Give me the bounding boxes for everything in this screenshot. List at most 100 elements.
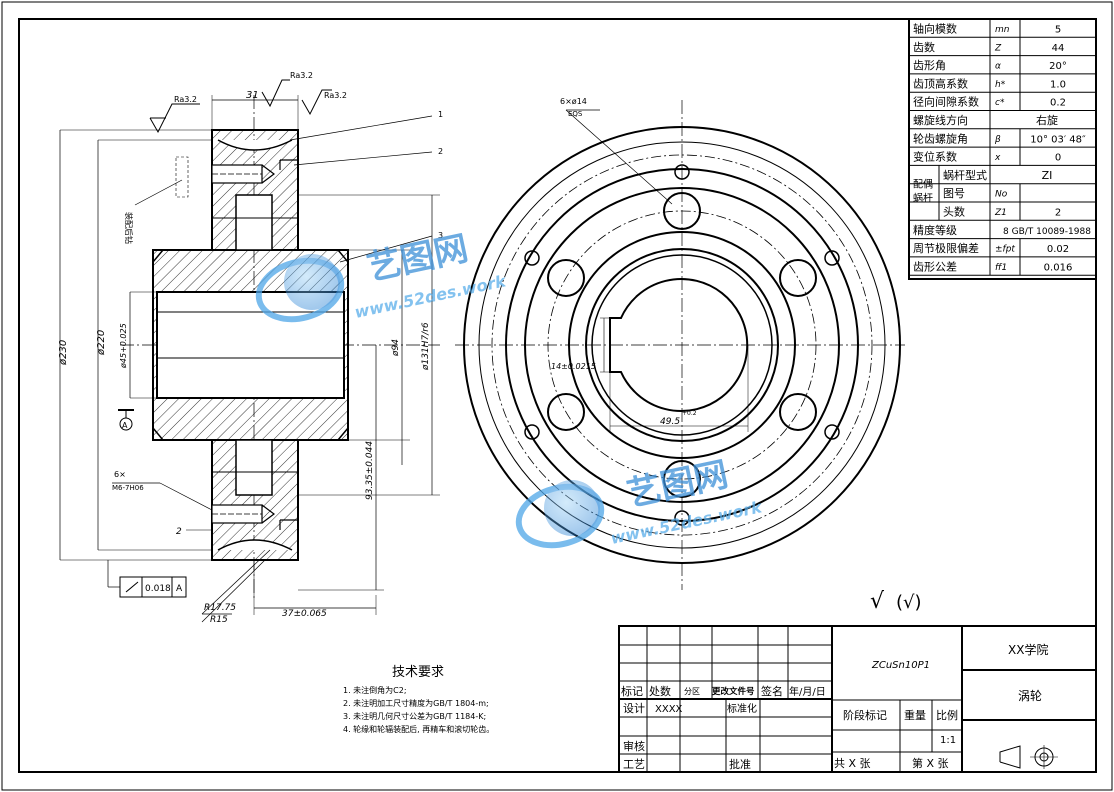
param-label: 精度等级 bbox=[913, 223, 957, 237]
ratio-label: 比例 bbox=[936, 708, 958, 722]
param-value: 8 GB/T 10089-1988 bbox=[1003, 227, 1091, 237]
part-name: 涡轮 bbox=[1018, 689, 1042, 703]
ra-top1: Ra3.2 bbox=[290, 71, 313, 80]
param-value: 1.0 bbox=[1050, 79, 1066, 90]
hole-note-count: 6× bbox=[114, 470, 126, 479]
param-symbol: h* bbox=[995, 80, 1006, 90]
param-symbol: Z bbox=[994, 43, 1002, 53]
section-labels: 31 Ra3.2 Ra3.2 Ra3.2 1 2 3 ø230 ø220 ø45… bbox=[58, 71, 443, 625]
title-block-text: ZCuSn10P1 XX学院 涡轮 标记 处数 分区 更改文件号 签名 年/月/… bbox=[621, 642, 1048, 771]
callout-1: 1 bbox=[438, 110, 443, 119]
key-height: 49.5 bbox=[660, 417, 680, 427]
hole-note-thread: M6-7H06 bbox=[112, 484, 144, 492]
front-view bbox=[455, 100, 905, 590]
key-width: 14±0.0215 bbox=[551, 362, 596, 371]
hdr-count: 处数 bbox=[649, 685, 671, 698]
tech-title: 技术要求 bbox=[392, 665, 444, 680]
param-value: 20° bbox=[1049, 61, 1067, 72]
param-label: 螺旋线方向 bbox=[913, 113, 968, 127]
roughness-main: √ bbox=[870, 589, 885, 614]
stage-label: 阶段标记 bbox=[843, 708, 887, 722]
tech-item-2: 2. 未注明加工尺寸精度为GB/T 1804-m; bbox=[343, 698, 489, 708]
param-symbol: β bbox=[994, 135, 1001, 145]
watermark-brand-1: 艺图网 bbox=[364, 228, 472, 288]
param-symbol: ±fpt bbox=[995, 245, 1015, 255]
param-symbol: x bbox=[994, 153, 1001, 163]
tech-item-3: 3. 未注明几何尺寸公差为GB/T 1184-K; bbox=[343, 711, 486, 721]
param-label: 变位系数 bbox=[913, 150, 957, 164]
param-value: 0.02 bbox=[1047, 244, 1069, 255]
param-label: 轮齿螺旋角 bbox=[913, 131, 968, 145]
param-value: 右旋 bbox=[1036, 113, 1058, 127]
param-value: 10° 03′ 48″ bbox=[1030, 134, 1086, 145]
side-note: 装配后钻 bbox=[124, 212, 134, 244]
dim-r15: R15 bbox=[210, 615, 228, 625]
ratio-value: 1:1 bbox=[940, 735, 956, 746]
hole-note-1: 6×ø14 bbox=[560, 97, 587, 106]
param-value: ZI bbox=[1042, 169, 1053, 182]
param-value: 5 bbox=[1055, 25, 1061, 36]
total-sheets: 共 X 张 bbox=[834, 757, 871, 770]
front-labels: 6×ø14 EQS 14±0.0215 49.5 +0.2 bbox=[551, 97, 697, 427]
param-symbol: ff1 bbox=[995, 263, 1007, 273]
param-symbol: mn bbox=[995, 25, 1010, 35]
param-value: 0.016 bbox=[1044, 262, 1073, 273]
callout-3: 3 bbox=[438, 231, 443, 240]
tech-requirements: 技术要求 1. 未注倒角为C2; 2. 未注明加工尺寸精度为GB/T 1804-… bbox=[343, 665, 494, 734]
param-label: 齿顶高系数 bbox=[913, 76, 968, 90]
globe-icon bbox=[284, 254, 340, 310]
roughness-rest: (√) bbox=[896, 592, 922, 613]
param-symbol: c* bbox=[995, 98, 1005, 108]
review-label: 审核 bbox=[623, 739, 645, 753]
mate-group-label-2: 蜗杆 bbox=[913, 192, 933, 204]
dim-2: 2 bbox=[176, 527, 182, 537]
key-height-sup: +0.2 bbox=[682, 410, 697, 417]
datum-a: A bbox=[122, 421, 128, 430]
watermark-2: 艺图网 www.52des.work bbox=[515, 454, 765, 549]
param-label: 径向间隙系数 bbox=[913, 95, 979, 109]
roughness-mark: √ (√) bbox=[870, 589, 922, 614]
param-symbol: α bbox=[995, 62, 1001, 72]
hdr-date: 年/月/日 bbox=[789, 685, 826, 698]
std-label: 标准化 bbox=[727, 702, 757, 715]
title-block bbox=[618, 625, 1097, 773]
dim-d230: ø230 bbox=[58, 340, 69, 366]
hdr-sign: 签名 bbox=[761, 684, 783, 698]
param-value: 0 bbox=[1055, 153, 1061, 164]
param-label: 轴向模数 bbox=[913, 22, 957, 36]
hdr-zone: 分区 bbox=[684, 687, 700, 696]
section-view bbox=[59, 79, 440, 623]
param-label: 图号 bbox=[943, 187, 965, 200]
mate-group-label: 配偶 bbox=[913, 177, 933, 190]
ra-top2: Ra3.2 bbox=[324, 91, 347, 100]
param-label: 齿形角 bbox=[913, 59, 946, 72]
param-symbol: No bbox=[995, 190, 1008, 200]
param-value: 2 bbox=[1055, 208, 1061, 219]
tol-ref: A bbox=[176, 584, 183, 594]
param-label: 蜗杆型式 bbox=[943, 168, 987, 182]
design-label: 设计 bbox=[623, 702, 645, 715]
dim-d94: ø94 bbox=[391, 339, 401, 357]
param-label: 周节极限偏差 bbox=[913, 241, 979, 255]
dim-9335: 93.35±0.044 bbox=[365, 441, 375, 500]
hdr-mark: 标记 bbox=[621, 684, 643, 698]
ra-left: Ra3.2 bbox=[174, 95, 197, 104]
tech-item-4: 4. 轮缘和轮辐装配后, 再精车和滚切轮齿。 bbox=[343, 724, 494, 734]
design-name: XXXX bbox=[655, 704, 683, 715]
param-label: 齿形公差 bbox=[913, 259, 957, 273]
dim-d131: ø131H7/r6 bbox=[421, 322, 431, 371]
material: ZCuSn10P1 bbox=[871, 660, 930, 671]
sheet-no: 第 X 张 bbox=[912, 756, 949, 770]
globe-icon bbox=[544, 480, 600, 536]
param-value: 44 bbox=[1052, 43, 1065, 54]
param-symbol: Z1 bbox=[994, 208, 1007, 218]
hole-note-2: EQS bbox=[568, 110, 583, 118]
approve-label: 批准 bbox=[729, 757, 751, 771]
tech-item-1: 1. 未注倒角为C2; bbox=[343, 685, 407, 695]
param-label: 头数 bbox=[943, 206, 965, 219]
weight-label: 重量 bbox=[904, 708, 926, 722]
param-value: 0.2 bbox=[1050, 98, 1066, 109]
craft-label: 工艺 bbox=[623, 758, 645, 771]
